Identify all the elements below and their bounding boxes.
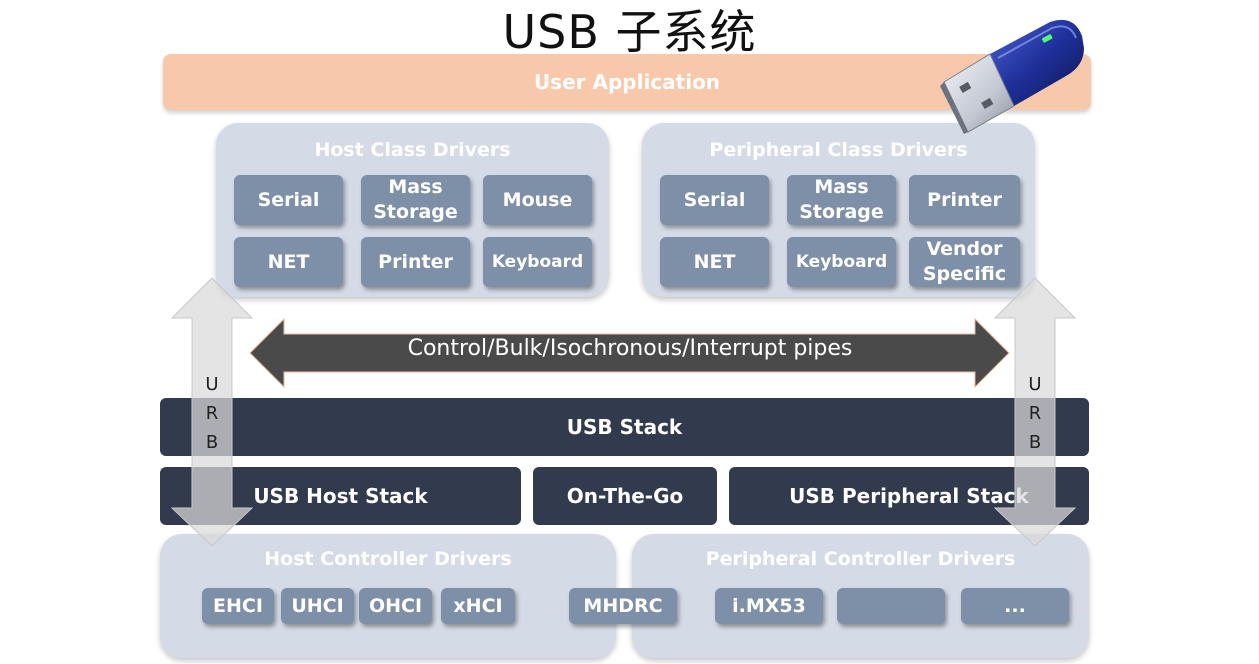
- peripheral-class-mass-storage: Mass Storage: [787, 175, 896, 225]
- hcd-uhci: UHCI: [281, 588, 354, 624]
- host-class-net: NET: [234, 237, 343, 287]
- urb-right-u: U: [1028, 374, 1042, 395]
- peripheral-class-serial: Serial: [660, 175, 769, 225]
- peripheral-class-net: NET: [660, 237, 769, 287]
- peripheral-class-keyboard: Keyboard: [787, 237, 896, 287]
- on-the-go-bar: On-The-Go: [533, 467, 717, 525]
- host-class-serial: Serial: [234, 175, 343, 225]
- peripheral-class-drivers-panel: Peripheral Class Drivers Serial Mass Sto…: [642, 123, 1035, 297]
- usb-stack-bar: USB Stack: [160, 398, 1089, 456]
- host-class-mouse: Mouse: [483, 175, 592, 225]
- peripheral-class-drivers-title: Peripheral Class Drivers: [709, 139, 968, 161]
- host-class-mass-storage: Mass Storage: [361, 175, 470, 225]
- host-class-drivers-panel: Host Class Drivers Serial Mass Storage M…: [216, 123, 609, 297]
- hcd-ohci: OHCI: [359, 588, 432, 624]
- urb-right-arrow: [993, 277, 1077, 547]
- hcd-ehci: EHCI: [202, 588, 274, 624]
- host-controller-drivers-title: Host Controller Drivers: [264, 548, 512, 570]
- urb-left-u: U: [205, 374, 219, 395]
- peripheral-class-printer: Printer: [909, 175, 1020, 225]
- urb-left-arrow: [170, 277, 254, 547]
- pcd-blank: [837, 588, 945, 624]
- user-application-bar: User Application: [163, 54, 1091, 110]
- urb-right-label: U R B: [1025, 370, 1045, 457]
- hcd-xhci: xHCI: [441, 588, 515, 624]
- host-class-keyboard: Keyboard: [483, 237, 592, 287]
- urb-right-b: B: [1028, 432, 1042, 453]
- pipes-double-arrow: [249, 317, 1010, 389]
- usb-flash-drive-icon: [940, 19, 1084, 134]
- urb-left-r: R: [205, 403, 219, 424]
- urb-left-label: U R B: [202, 370, 222, 457]
- pcd-imx53: i.MX53: [715, 588, 823, 624]
- urb-left-b: B: [205, 432, 219, 453]
- pcd-more: ...: [961, 588, 1069, 624]
- peripheral-controller-drivers-title: Peripheral Controller Drivers: [705, 548, 1016, 570]
- host-class-printer: Printer: [361, 237, 470, 287]
- page-title: USB 子系统: [502, 5, 757, 59]
- pipes-label: Control/Bulk/Isochronous/Interrupt pipes: [407, 336, 853, 361]
- peripheral-class-vendor-specific: Vendor Specific: [909, 237, 1020, 287]
- mhdrc-chip: MHDRC: [569, 588, 677, 624]
- host-class-drivers-title: Host Class Drivers: [314, 139, 511, 161]
- urb-right-r: R: [1028, 403, 1042, 424]
